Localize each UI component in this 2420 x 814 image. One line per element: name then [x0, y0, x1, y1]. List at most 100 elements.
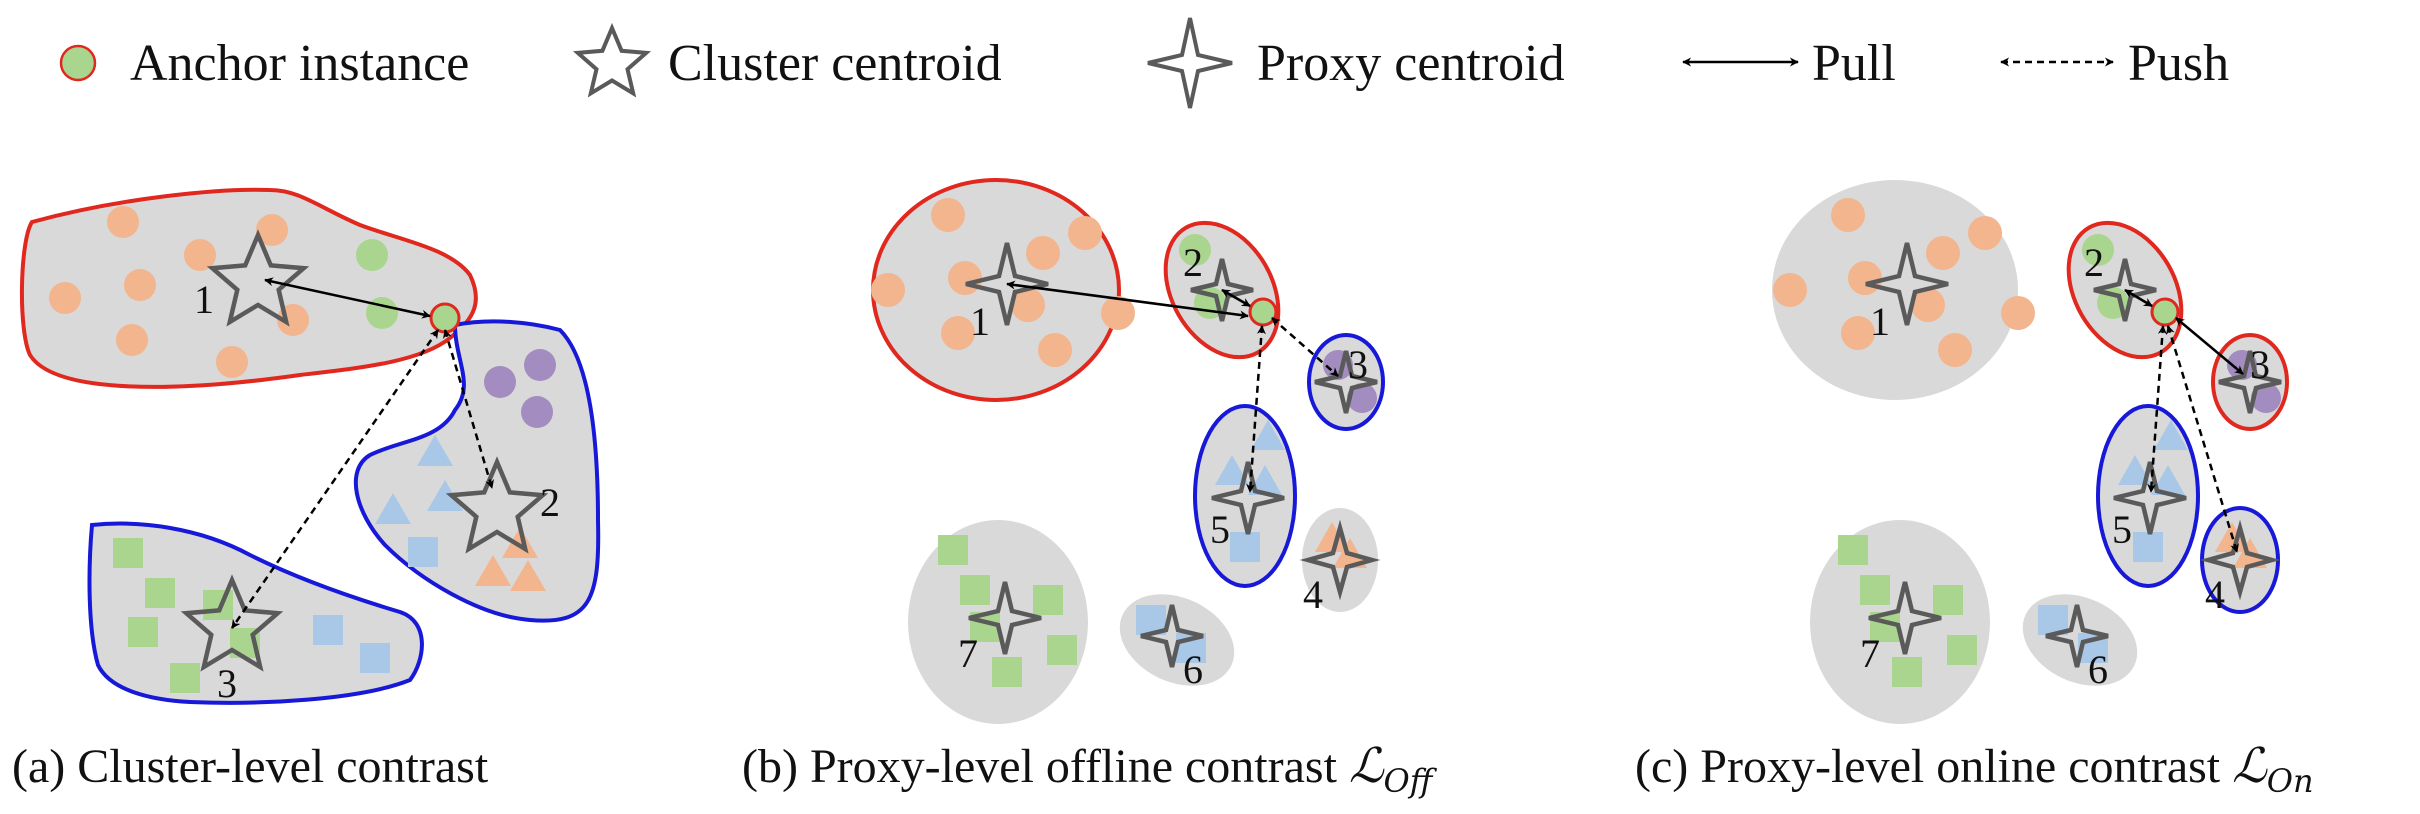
- sample-point: [1033, 585, 1063, 615]
- sample-point: [184, 239, 216, 271]
- cluster-centroid-2-icon: [445, 456, 549, 554]
- cluster-label: 1: [194, 277, 214, 322]
- sample-point: [521, 396, 553, 428]
- anchor-instance-icon: [2150, 297, 2180, 327]
- caption-b-loss-symbol: ℒ: [1349, 738, 1385, 794]
- proxy-centroid-1-icon: [965, 242, 1049, 326]
- sample-point: [2251, 383, 2281, 413]
- proxy-centroid-3-icon: [1314, 350, 1378, 414]
- proxy-label: 2: [2084, 240, 2104, 285]
- caption-b-text: (b) Proxy-level offline contrast: [742, 740, 1349, 793]
- cluster-label: 2: [540, 480, 560, 525]
- cluster-label: 3: [217, 661, 237, 706]
- sample-point: [366, 297, 398, 329]
- anchor-legend-icon: [59, 44, 97, 82]
- legend: Anchor instance Cluster centroid Proxy c…: [59, 17, 2229, 109]
- sample-point: [1947, 635, 1977, 665]
- pull-arrow: [2124, 288, 2153, 308]
- sample-point: [1026, 236, 1060, 270]
- sample-point: [938, 535, 968, 565]
- legend-anchor-label: Anchor instance: [130, 35, 469, 92]
- cluster-region-1: [20, 187, 478, 389]
- caption-c-text: (c) Proxy-level online contrast: [1635, 740, 2232, 793]
- proxy-centroid-7-icon: [1868, 581, 1942, 655]
- push-arrow: [2166, 325, 2239, 553]
- sample-point: [2133, 532, 2163, 562]
- caption-c: (c) Proxy-level online contrast ℒOn: [1635, 738, 2314, 800]
- sample-point: [116, 324, 148, 356]
- sample-point: [1911, 288, 1945, 322]
- proxy-centroid-4-icon: [2199, 519, 2281, 601]
- legend-pull-label: Pull: [1812, 35, 1896, 92]
- proxy-label: 1: [970, 299, 990, 344]
- sample-point: [1179, 234, 1211, 266]
- legend-cluster-label: Cluster centroid: [668, 35, 1002, 92]
- caption-c-loss-symbol: ℒ: [2232, 738, 2268, 794]
- sample-point: [948, 261, 982, 295]
- sample-point: [2118, 455, 2152, 485]
- legend-push-label: Push: [2128, 35, 2229, 92]
- proxy-centroid-7-icon: [968, 581, 1042, 655]
- proxy-label: 3: [1348, 342, 1368, 387]
- sample-point: [1933, 585, 1963, 615]
- cluster-centroid-legend-icon: [572, 22, 652, 98]
- sample-point: [124, 269, 156, 301]
- sample-point: [1215, 455, 1249, 485]
- sample-point: [360, 643, 390, 673]
- proxy-label: 6: [2088, 647, 2108, 692]
- proxy-centroid-6-icon: [2045, 604, 2109, 668]
- sample-point: [960, 575, 990, 605]
- sample-point: [1047, 635, 1077, 665]
- proxy-label: 5: [1210, 507, 1230, 552]
- sample-point: [128, 617, 158, 647]
- sample-point: [203, 590, 233, 620]
- legend-proxy-label: Proxy centroid: [1257, 35, 1565, 92]
- proxy-label: 5: [2112, 507, 2132, 552]
- pull-arrow: [1006, 280, 1249, 320]
- sample-point: [113, 538, 143, 568]
- proxy-label: 1: [1870, 299, 1890, 344]
- proxy-label: 4: [2205, 572, 2225, 617]
- sample-point: [524, 349, 556, 381]
- sample-point: [1860, 575, 1890, 605]
- sample-point: [484, 366, 516, 398]
- caption-c-loss-subscript: On: [2267, 762, 2314, 800]
- cluster-centroid-1-icon: [206, 229, 310, 327]
- sample-point: [408, 537, 438, 567]
- sample-point: [1831, 198, 1865, 232]
- sample-point: [49, 282, 81, 314]
- sample-point: [510, 560, 546, 591]
- pull-arrow: [264, 277, 431, 319]
- sample-point: [1315, 522, 1349, 552]
- proxy-centroid-5-icon: [1211, 461, 1285, 535]
- push-arrow: [2147, 325, 2167, 493]
- sample-point: [107, 206, 139, 238]
- sample-point: [1938, 333, 1972, 367]
- proxy-centroid-legend-icon: [1147, 17, 1233, 109]
- proxy-label: 7: [958, 631, 978, 676]
- panel-c: 1 2 3 4 5 6 7: [1772, 180, 2289, 724]
- proxy-label: 4: [1303, 572, 1323, 617]
- sample-point: [941, 316, 975, 350]
- proxy-label: 2: [1183, 240, 1203, 285]
- pull-arrow: [1221, 288, 1251, 308]
- sample-point: [1038, 333, 1072, 367]
- sample-point: [1841, 316, 1875, 350]
- caption-b: (b) Proxy-level offline contrast ℒOff: [742, 738, 1438, 800]
- sample-point: [1068, 216, 1102, 250]
- push-arrow: [1246, 325, 1266, 493]
- sample-point: [1848, 261, 1882, 295]
- sample-point: [1230, 532, 1260, 562]
- sample-point: [871, 273, 905, 307]
- push-arrow: [230, 329, 440, 629]
- anchor-instance-icon: [1248, 297, 1278, 327]
- sample-point: [2001, 296, 2035, 330]
- caption-a: (a) Cluster-level contrast: [12, 740, 489, 793]
- sample-point: [2082, 234, 2114, 266]
- sample-point: [216, 346, 248, 378]
- proxy-label: 7: [1860, 631, 1880, 676]
- sample-point: [1773, 273, 1807, 307]
- sample-point: [356, 239, 388, 271]
- sample-point: [1968, 216, 2002, 250]
